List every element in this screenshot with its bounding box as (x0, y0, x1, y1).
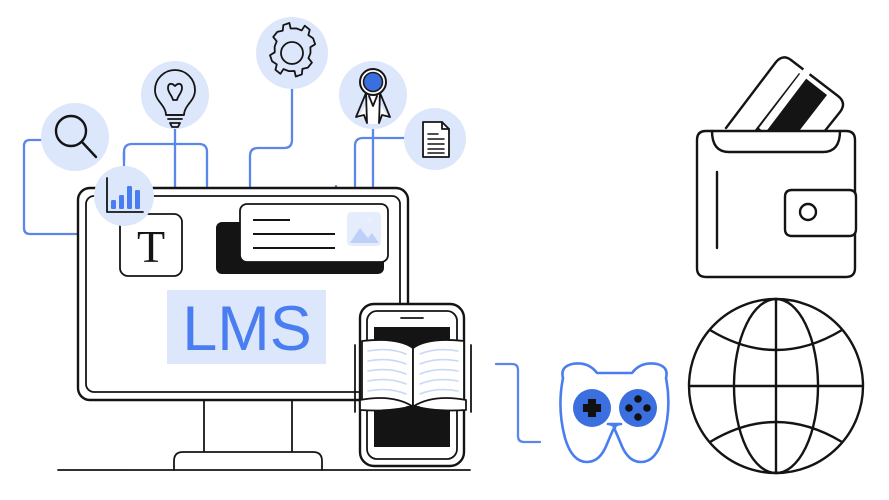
gear-icon-teeth (269, 22, 317, 78)
award-ribbon-icon-tail-mid (368, 95, 378, 107)
action-button-right (643, 404, 651, 412)
book-page-right-fill (413, 339, 464, 408)
lms-banner: LMS (167, 290, 326, 364)
document-icon-page (422, 121, 450, 158)
credit-card-outline (724, 56, 845, 174)
globe-parallel-south (708, 420, 844, 444)
gamepad-body (559, 362, 670, 464)
content-card-image-mountain (350, 228, 379, 243)
award-ribbon-icon-medal-inner (362, 71, 384, 93)
game-controller[interactable] (559, 362, 670, 464)
bar-chart-icon-disc (94, 166, 154, 226)
action-button-bottom (634, 413, 642, 421)
monitor-base (173, 451, 323, 471)
wire-search-bottom (22, 226, 98, 236)
wallet-body-fill (697, 131, 855, 277)
search-icon-disc (41, 103, 109, 171)
wire-gear-down (248, 87, 294, 188)
lightbulb-icon-filament (167, 82, 183, 101)
bar-chart-icon-bars (111, 186, 140, 209)
search-icon[interactable] (41, 103, 109, 171)
gear-icon-hub (280, 41, 304, 65)
lms-banner-text: LMS (182, 294, 312, 364)
lightbulb-icon[interactable] (141, 61, 209, 129)
award-ribbon-icon[interactable] (339, 61, 407, 129)
desktop-monitor[interactable]: T LMS (57, 186, 471, 471)
wallet-clasp-fill (785, 190, 856, 236)
bar-chart-icon[interactable] (94, 166, 154, 226)
content-card-text-lines (253, 219, 335, 249)
action-buttons[interactable] (619, 389, 657, 427)
globe-icon[interactable] (687, 297, 865, 475)
wallet-clasp-button (798, 202, 818, 222)
text-tool-tile-fill (120, 214, 182, 276)
wallet-body (695, 129, 857, 279)
wallet-with-card[interactable] (695, 56, 858, 279)
content-card-image-sun (367, 217, 373, 223)
dpad-cross (583, 399, 601, 417)
book-curl-right (413, 397, 467, 412)
text-tool-tile[interactable]: T (119, 213, 183, 277)
book-page-lines (367, 348, 459, 395)
gear-icon[interactable] (256, 17, 328, 89)
open-book[interactable] (354, 339, 472, 413)
document-icon[interactable] (404, 108, 466, 170)
text-tool-glyph: T (137, 221, 165, 272)
lightbulb-icon-base3 (169, 122, 181, 128)
document-icon-fold (441, 121, 450, 130)
wire-book-gamepad (494, 362, 542, 444)
award-ribbon-icon-tail-left (355, 92, 368, 124)
award-ribbon-icon-tail-right (378, 92, 391, 124)
credit-card-stripe-gap (759, 66, 812, 133)
bar-chart-icon-axes (106, 177, 144, 213)
monitor-outer-frame (76, 186, 410, 402)
book-curl-left (359, 397, 413, 412)
award-ribbon-icon-tails-fill (358, 92, 388, 124)
text-tool-tile-frame (119, 213, 183, 277)
wire-search-top (22, 138, 46, 148)
monitor-base-fill (174, 452, 322, 470)
document-icon-text-lines (427, 133, 445, 154)
content-card[interactable] (216, 203, 389, 274)
lms-banner-bg (167, 290, 326, 364)
content-card-frame (239, 203, 389, 263)
action-button-top (634, 395, 642, 403)
globe-meridian-ellipse (732, 297, 820, 475)
globe-parallel-north (708, 328, 844, 352)
book-page-left-fill (362, 339, 413, 408)
wallet-opening (710, 129, 842, 154)
monitor-inner-frame (85, 195, 401, 393)
content-card-image (347, 212, 381, 246)
wire-award-branch (353, 136, 406, 188)
action-button-left (625, 404, 633, 412)
search-icon-lens (54, 114, 88, 148)
search-icon-handle (80, 140, 98, 159)
wire-bus-a (122, 142, 209, 188)
wallet-clasp (783, 188, 858, 238)
book-center-tab (406, 406, 420, 412)
